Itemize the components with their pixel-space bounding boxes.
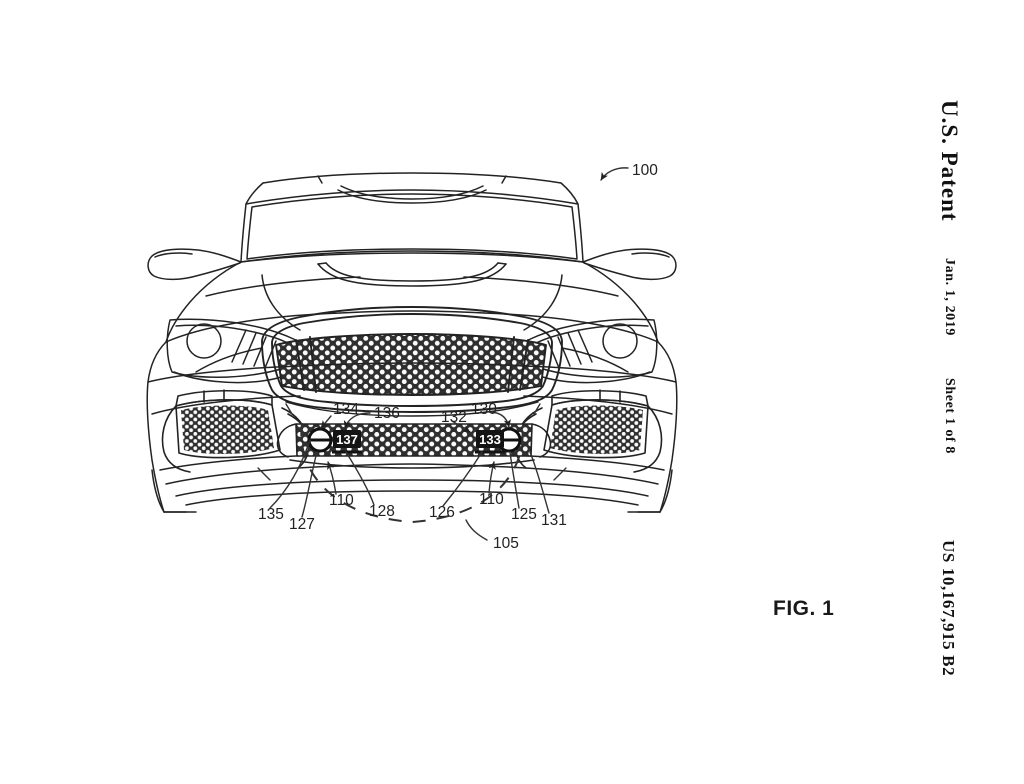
ref-126: 126 <box>429 504 455 521</box>
ref-131: 131 <box>541 512 567 529</box>
ref-132: 132 <box>441 409 467 426</box>
ref-105: 105 <box>493 535 519 552</box>
ref-127: 127 <box>289 516 315 533</box>
ref-110-right: 110 <box>479 491 504 508</box>
ref-110-left: 110 <box>329 492 354 509</box>
detection-arc <box>300 422 524 524</box>
sensor-badge-left: 137 <box>332 430 362 454</box>
side-intake-left <box>181 405 274 454</box>
ref-135: 135 <box>258 506 284 523</box>
badge-label-133: 133 <box>479 432 501 447</box>
ref-134: 134 <box>333 401 359 418</box>
figure-caption: FIG. 1 <box>773 597 835 620</box>
sensor-badge-right: 133 <box>475 430 505 454</box>
badge-label-137: 137 <box>336 432 358 447</box>
ref-128: 128 <box>369 503 395 520</box>
reference-numerals: 100 134 136 132 130 135 127 110 128 126 … <box>258 162 658 552</box>
ref-100: 100 <box>632 162 658 179</box>
ref-125: 125 <box>511 506 537 523</box>
sensor-module-left <box>307 427 333 453</box>
ref-130: 130 <box>471 401 497 418</box>
side-intake-right <box>550 405 643 454</box>
ref-136: 136 <box>374 405 400 422</box>
